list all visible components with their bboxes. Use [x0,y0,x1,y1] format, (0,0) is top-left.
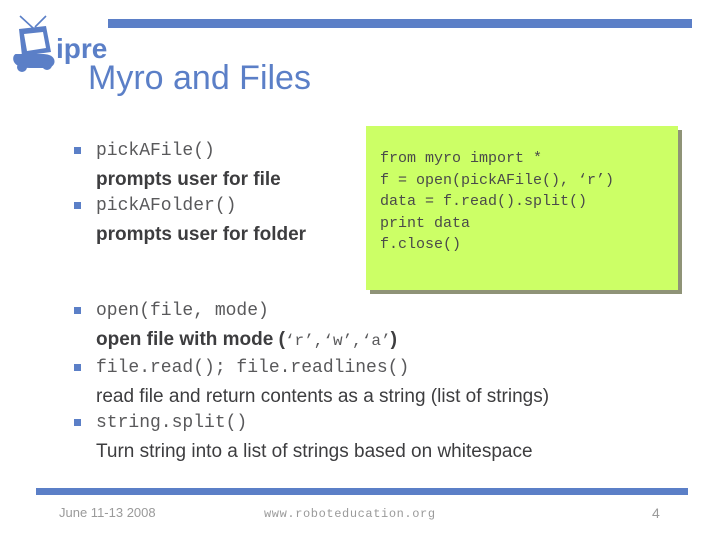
footer-divider-bar [36,488,688,495]
bullet-description: open file with mode (‘r’,‘w’,‘a’) [70,326,700,355]
bullet-description-modes: ‘r’,‘w’,‘a’ [284,332,391,350]
bullet-description: read file and return contents as a strin… [96,386,550,407]
code-line: print data [380,214,471,232]
bullet-square-icon [74,202,81,209]
bullet-code-label: string.split() [96,413,248,433]
header-divider-bar [108,19,692,28]
footer-date: June 11-13 2008 [59,505,156,520]
bullet-item: pickAFile() [70,138,370,165]
code-line: f.close() [380,236,462,253]
bullet-code-label: pickAFile() [96,141,215,161]
ipre-robot-logo: ipre [6,14,110,74]
footer-page-number: 4 [652,505,660,521]
bullet-description: prompts user for file [96,169,281,190]
bullet-square-icon [74,419,81,426]
bullet-square-icon [74,307,81,314]
bullet-code-label: open(file, mode) [96,301,269,321]
bullet-description-suffix: ) [390,329,397,350]
bullet-square-icon [74,147,81,154]
bullet-description-prefix: open file with mode ( [96,329,285,350]
bullet-code-label: file.read(); file.readlines() [96,358,410,378]
bullet-item: string.split() [70,410,700,437]
footer-url: www.roboteducation.org [264,507,436,521]
bullet-list-top: pickAFile() prompts user for file pickAF… [70,138,370,248]
bullet-description: prompts user for folder [96,224,307,245]
code-callout-box: from myro import * f = open(pickAFile(),… [366,126,678,290]
code-line: from myro import * [380,150,543,167]
bullet-item: file.read(); file.readlines() [70,355,700,382]
code-line: data = f.read().split() [380,193,588,210]
bullet-item: open(file, mode) [70,298,700,325]
bullet-square-icon [74,364,81,371]
footer: June 11-13 2008 www.roboteducation.org 4 [0,505,720,529]
bullet-list-bottom: open(file, mode) open file with mode (‘r… [70,298,700,465]
page-title: Myro and Files [88,59,311,97]
logo-wordmark: ipre [56,33,107,64]
bullet-description: Turn string into a list of strings based… [96,441,533,462]
bullet-code-label: pickAFolder() [96,196,237,216]
bullet-item: pickAFolder() [70,193,370,220]
code-line: f = open(pickAFile(), ‘r’) [380,171,615,189]
